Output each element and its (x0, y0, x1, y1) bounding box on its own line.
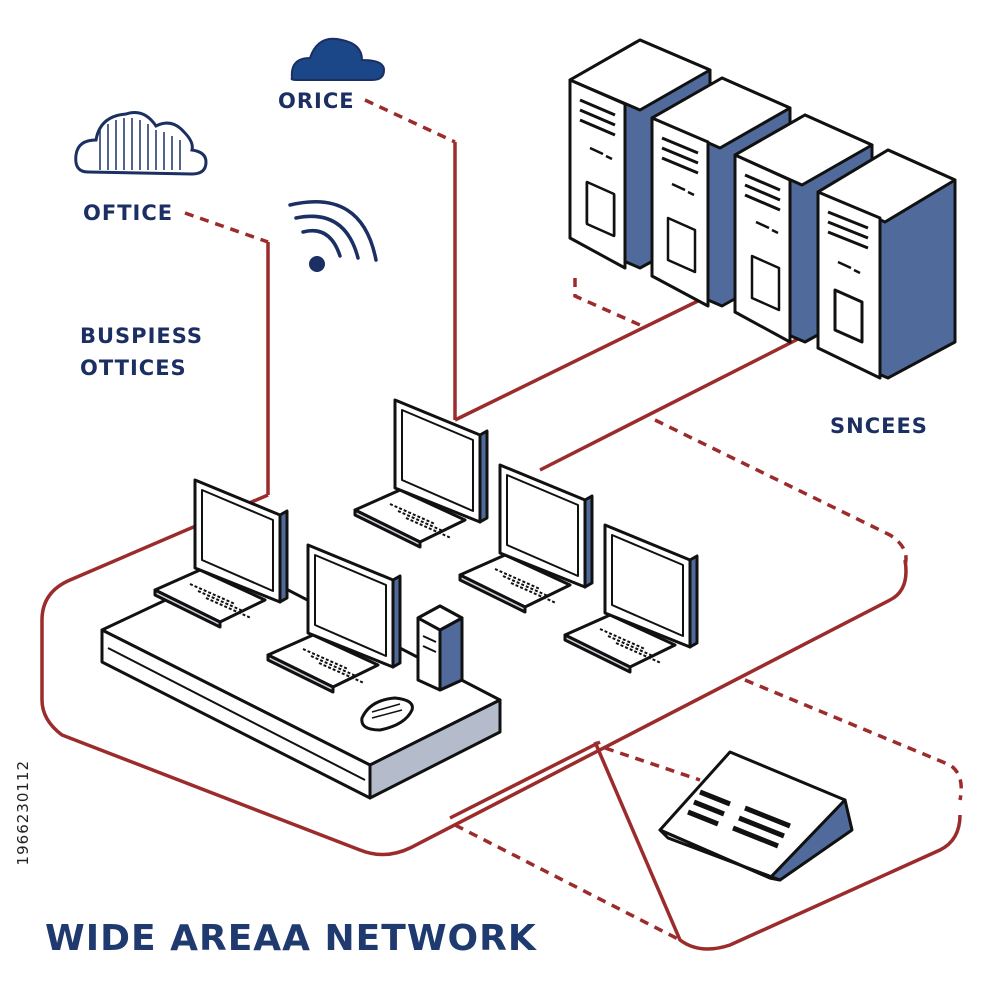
wan-outer-link (40, 493, 908, 857)
office-dashed-link (184, 211, 269, 244)
laptop-icon (563, 523, 699, 674)
office-left-label: OFTICE (83, 201, 174, 225)
wan-dashed-link-4 (454, 823, 681, 942)
wan-dashed-link-3 (604, 746, 701, 782)
server-tower-icon (816, 148, 957, 380)
cloud-icon (290, 37, 386, 81)
inner-link (449, 740, 601, 820)
network-links (40, 142, 962, 951)
dashed-links (184, 98, 963, 942)
laptop-icon (266, 543, 402, 694)
business-offices-label: BUSPIESS OTTICES (80, 324, 204, 380)
cloud-outline-icon (74, 111, 208, 176)
office-top-label: ORICE (278, 89, 355, 113)
watermark-id: 1966230112 (14, 760, 32, 866)
orice-dashed-link (364, 98, 456, 144)
router-icon (658, 750, 854, 882)
diagram-title: WIDE AREAA NETWORK (45, 918, 537, 959)
mini-pc-icon (416, 604, 464, 692)
server-dashed-link (573, 278, 641, 327)
wifi-icon (288, 200, 378, 272)
laptop-icon (458, 463, 594, 614)
mouse-icon (360, 696, 414, 732)
laptops (153, 398, 699, 694)
laptop-icon (353, 398, 489, 549)
server-rack (568, 38, 957, 380)
laptop-icon (153, 478, 289, 629)
servers-label: SNCEES (830, 414, 928, 438)
server-link-a (454, 298, 701, 422)
server-link-b (539, 336, 801, 472)
wan-dashed-link-1 (654, 418, 908, 566)
router-loop-link (593, 741, 962, 951)
